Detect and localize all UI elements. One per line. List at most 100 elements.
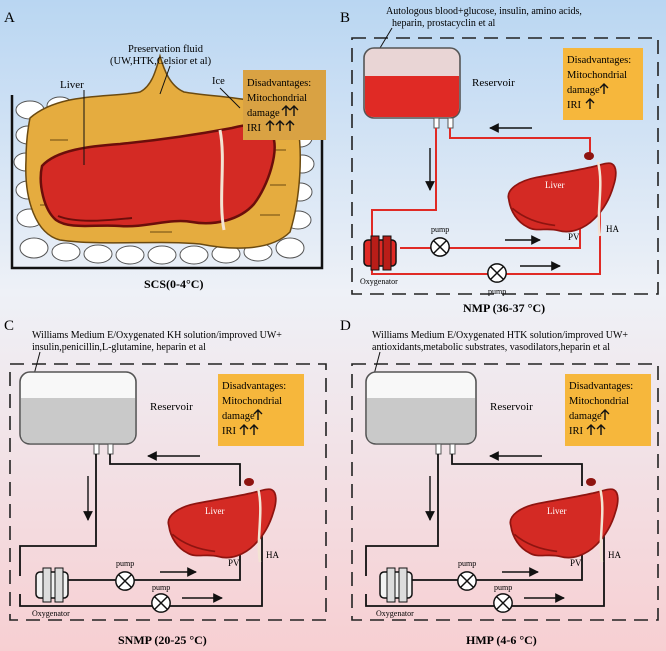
- arrows-up-b: [585, 83, 609, 109]
- reservoir-port-b2: [447, 117, 454, 129]
- panel-c: C Williams Medium E/Oxygenated KH soluti…: [4, 318, 327, 647]
- disadvantages-box-d: [565, 374, 651, 446]
- liver-label-d: Liver: [547, 506, 567, 516]
- ligament-line-a: [218, 129, 226, 231]
- pump-bottom-label-b: pump: [488, 287, 506, 296]
- panel-letter-b: B: [340, 10, 350, 26]
- reservoir-label-d: Reservoir: [490, 401, 533, 413]
- panel-letter-c: C: [4, 318, 14, 334]
- caption-b: NMP (36-37 °C): [463, 301, 545, 315]
- fluid-line1-c: Williams Medium E/Oxygenated KH solution…: [32, 330, 282, 341]
- oxygenator-label-c: Oxygenator: [32, 609, 70, 618]
- disadvantages-box-a: [243, 70, 326, 140]
- pump-top-label-b: pump: [431, 225, 449, 234]
- liver-label-c: Liver: [205, 506, 225, 516]
- panel-b: B Autologous blood+glucose, insulin, ami…: [340, 6, 659, 315]
- ligament-line-d: [598, 487, 604, 563]
- liver-shape-a: [39, 123, 276, 228]
- fluid-line2-c: insulin,penicillin,L-glutamine, heparin …: [32, 342, 206, 353]
- reservoir-label-b: Reservoir: [472, 77, 515, 89]
- arrows-up-c: [239, 409, 263, 435]
- disadvantages-line1-d: Mitochondrial: [569, 396, 629, 407]
- reservoir-fluid-d: [367, 398, 475, 443]
- oxygenator-c: [35, 567, 69, 603]
- disadvantages-line3-d: IRI: [569, 426, 584, 437]
- fluid-line1-b: Autologous blood+glucose, insulin, amino…: [386, 6, 582, 17]
- disadvantages-line1-a: Mitochondrial: [247, 93, 307, 104]
- disadvantages-line2-a: damage: [247, 108, 280, 119]
- ice-label: Ice: [212, 76, 225, 87]
- fluid-line1-d: Williams Medium E/Oxygenated HTK solutio…: [372, 330, 628, 341]
- pump-top-label-c: pump: [116, 559, 134, 568]
- oxygenator-label-d: Oxygenator: [376, 609, 414, 618]
- fluid-line2-b: heparin, prostacyclin et al: [392, 18, 496, 29]
- ice-container: [10, 95, 324, 270]
- caption-c: SNMP (20-25 °C): [118, 633, 207, 647]
- panel-letter-d: D: [340, 318, 351, 334]
- pv-label-d: PV: [570, 558, 582, 568]
- flow-arrows-c: [83, 451, 223, 603]
- ha-label-c: HA: [266, 550, 279, 560]
- reservoir-port-b1: [433, 117, 440, 129]
- arrows-up-d: [586, 409, 610, 435]
- reservoir-fluid-b: [365, 76, 459, 117]
- arrows-up-a: [265, 105, 299, 131]
- pump-top-c: [115, 571, 135, 591]
- panel-d: D Williams Medium E/Oxygenated HTK solut…: [340, 318, 659, 647]
- ligament-line-c: [256, 487, 262, 563]
- flow-arrows-b: [425, 123, 561, 271]
- disadvantages-line2-d: damage: [569, 411, 602, 422]
- reservoir-port-c1: [93, 443, 100, 455]
- pump-bottom-d: [493, 593, 513, 613]
- liver-label-a: Liver: [60, 79, 84, 91]
- fluid-line2-d: antioxidants,metabolic substrates, vasod…: [372, 342, 610, 353]
- fluid-label-leader-a: [159, 65, 171, 95]
- reservoir-port-d1: [435, 443, 442, 455]
- reservoir-label-c: Reservoir: [150, 401, 193, 413]
- hepatic-vein-outlet-c: [244, 478, 254, 486]
- disadvantages-title-a: Disadvantages:: [247, 78, 311, 89]
- disadvantages-line2-b: damage: [567, 85, 600, 96]
- liver-lobe-line-a: [57, 215, 133, 222]
- pump-top-b: [430, 237, 450, 257]
- panel-a: A Liver Preservati: [4, 10, 326, 291]
- liver-label-b: Liver: [545, 180, 565, 190]
- disadvantages-title-d: Disadvantages:: [569, 381, 633, 392]
- reservoir-port-d2: [449, 443, 456, 455]
- pump-top-d: [457, 571, 477, 591]
- disadvantages-line3-a: IRI: [247, 123, 262, 134]
- disadvantages-box-c: [218, 374, 304, 446]
- caption-d: HMP (4-6 °C): [466, 633, 537, 647]
- disadvantages-line1-b: Mitochondrial: [567, 70, 627, 81]
- oxygenator-d: [379, 567, 413, 603]
- hepatic-vein-outlet-b: [584, 152, 594, 160]
- preservation-fluid-label: Preservation fluid: [128, 44, 204, 55]
- oxygenator-b: [363, 235, 397, 271]
- caption-a: SCS(0-4°C): [144, 277, 203, 291]
- ha-label-b: HA: [606, 224, 619, 234]
- pump-bottom-label-c: pump: [152, 583, 170, 592]
- disadvantages-line2-c: damage: [222, 411, 255, 422]
- pump-bottom-label-d: pump: [494, 583, 512, 592]
- pump-top-label-d: pump: [458, 559, 476, 568]
- disadvantages-line3-c: IRI: [222, 426, 237, 437]
- disadvantages-title-b: Disadvantages:: [567, 55, 631, 66]
- pv-label-b: PV: [568, 232, 580, 242]
- circuit-frame-c: [9, 363, 327, 621]
- circuit-frame-b: [351, 37, 659, 295]
- disadvantages-title-c: Disadvantages:: [222, 381, 286, 392]
- pv-label-c: PV: [228, 558, 240, 568]
- disadvantages-line1-c: Mitochondrial: [222, 396, 282, 407]
- disadvantages-box-b: [563, 48, 643, 120]
- pump-bottom-c: [151, 593, 171, 613]
- oxygenator-label-b: Oxygenator: [360, 277, 398, 286]
- disadvantages-line3-b: IRI: [567, 100, 582, 111]
- preservation-fluid-types: (UW,HTK,Celsior et al): [110, 56, 212, 67]
- ligament-line-b: [596, 161, 602, 237]
- panel-letter-a: A: [4, 10, 15, 26]
- ice-label-leader: [219, 87, 241, 109]
- circuit-frame-d: [351, 363, 659, 621]
- fluid-leader-b: [379, 27, 393, 49]
- reservoir-fluid-c: [21, 398, 135, 443]
